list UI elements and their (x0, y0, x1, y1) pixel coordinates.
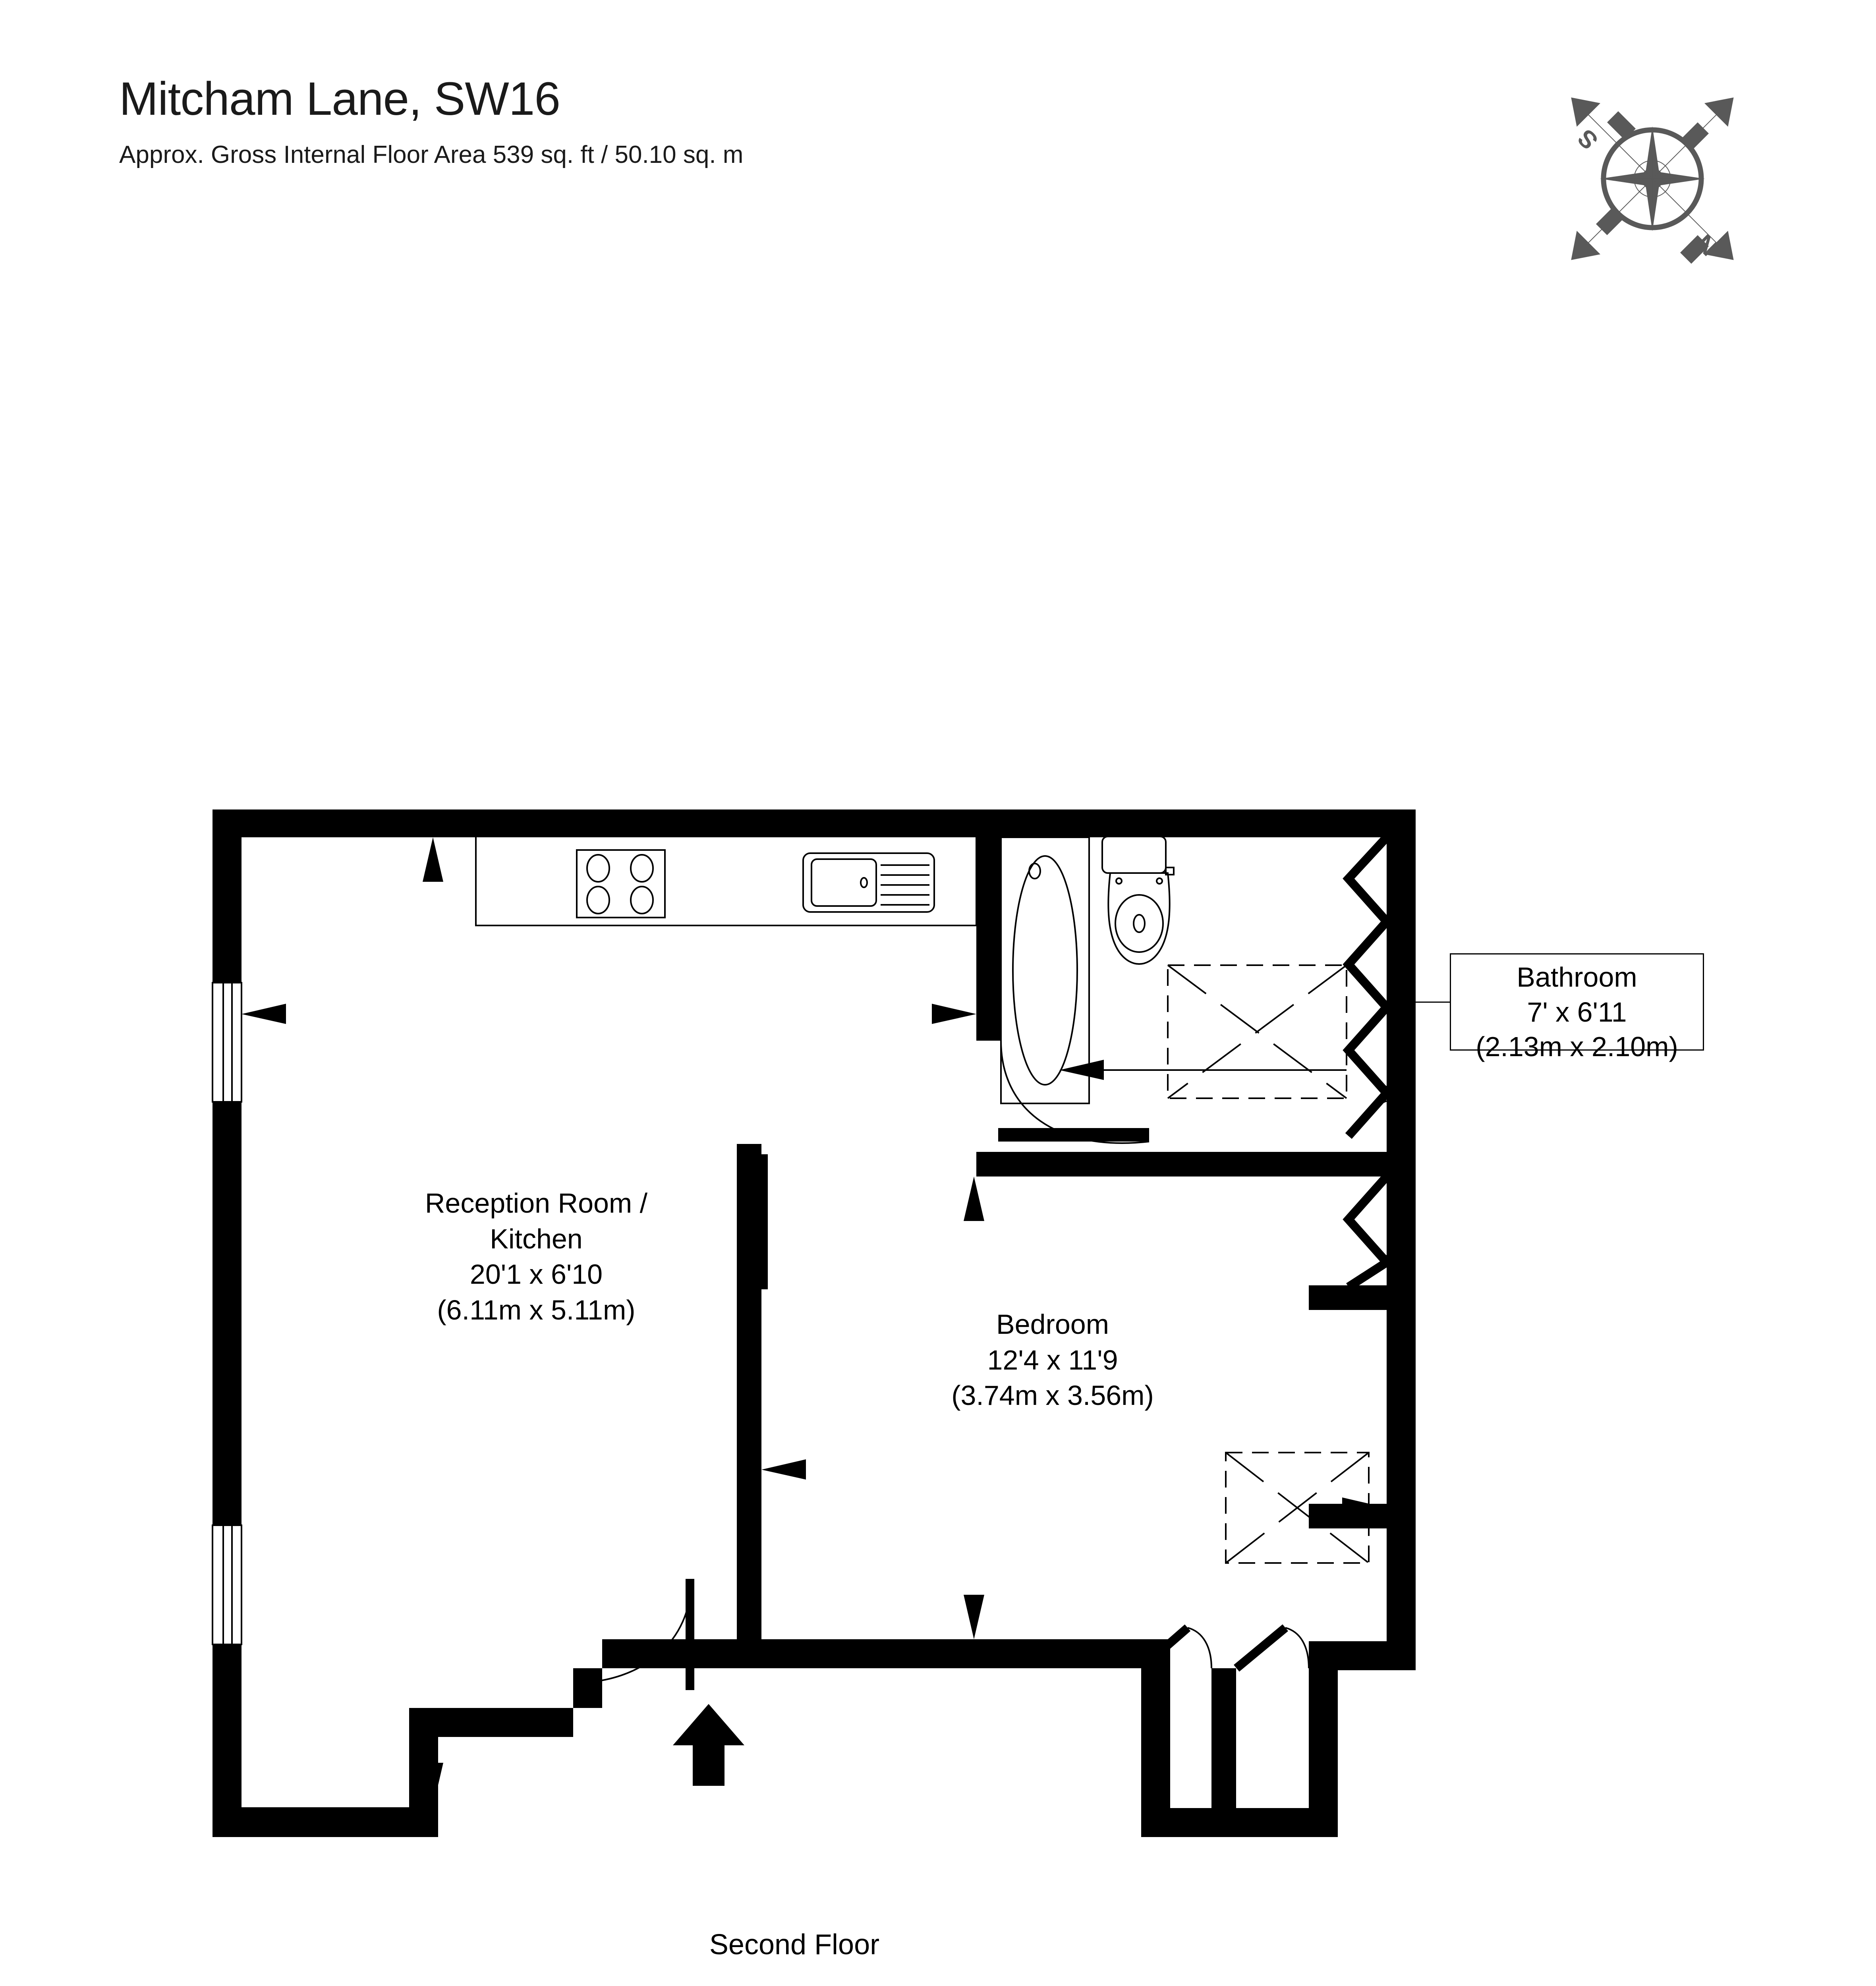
door-bathroom (1000, 1040, 1150, 1144)
bifold-door-bedroom (1343, 1173, 1393, 1291)
kitchen-counter (475, 837, 977, 926)
bedroom-name: Bedroom (996, 1309, 1109, 1340)
bathroom-metric: (2.13m x 2.10m) (1476, 1031, 1678, 1062)
bedroom-imperial: 12'4 x 11'9 (987, 1344, 1118, 1376)
door-entrance (573, 1579, 694, 1690)
reception-name-line2: Kitchen (490, 1223, 583, 1254)
reception-metric: (6.11m x 5.11m) (437, 1294, 636, 1325)
reception-imperial: 20'1 x 6'10 (469, 1259, 603, 1290)
window-upper (212, 982, 242, 1103)
bifold-door-bathroom-upper (1343, 834, 1393, 1010)
room-label-bedroom: Bedroom 12'4 x 11'9 (3.74m x 3.56m) (886, 1307, 1219, 1414)
entrance-arrow-icon (673, 1704, 744, 1786)
compass-rose-icon: S N (1533, 60, 1772, 298)
bathroom-name: Bathroom (1517, 962, 1637, 993)
wardrobe-bathroom-icon (1167, 964, 1347, 1099)
compass-south-label: S (1572, 124, 1603, 155)
reception-name-line1: Reception Room / (425, 1188, 648, 1219)
bathtub-icon (1000, 837, 1090, 1104)
wardrobe-bedroom-icon (1225, 1452, 1370, 1564)
bifold-door-bathroom-lower (1343, 1004, 1393, 1139)
header: Mitcham Lane, SW16 Approx. Gross Interna… (119, 73, 1311, 170)
sink-icon (802, 852, 935, 913)
room-label-reception: Reception Room / Kitchen 20'1 x 6'10 (6.… (350, 1186, 723, 1328)
room-label-bathroom: Bathroom 7' x 6'11 (2.13m x 2.10m) (1450, 953, 1704, 1062)
bathroom-imperial: 7' x 6'11 (1527, 996, 1627, 1028)
door-cupboard-right (1233, 1624, 1310, 1672)
floor-caption: Second Floor (709, 1929, 880, 1961)
bedroom-metric: (3.74m x 3.56m) (951, 1380, 1154, 1411)
toilet-icon (1101, 836, 1175, 965)
hob-icon (576, 849, 666, 918)
page-title: Mitcham Lane, SW16 (119, 73, 560, 125)
window-lower (212, 1524, 242, 1645)
door-cupboard-left (1138, 1624, 1212, 1672)
floor-area-subtitle: Approx. Gross Internal Floor Area 539 sq… (119, 141, 744, 168)
